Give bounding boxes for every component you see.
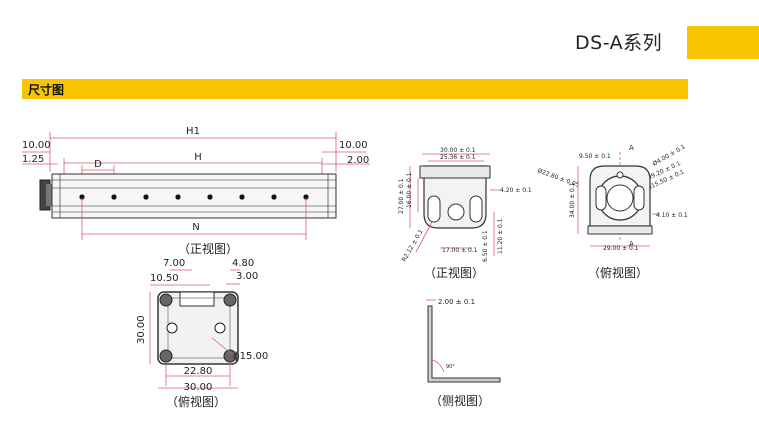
bt-slot-left: [595, 185, 607, 211]
bt-base: [587, 225, 653, 235]
end-h3000-label: 30.00: [136, 315, 147, 344]
side-angle-arc: [431, 359, 445, 373]
bracket-top-drawing: A 9.50 ± 0.1 Ø22.80 ± 0.05 Ø4.00 ± 0.1 Ø…: [536, 143, 688, 280]
end-phi-leader: [211, 337, 233, 355]
bf-h1600-label: 16.00 ± 0.1: [406, 172, 413, 208]
bf-w30-label: 30.00 ± 0.1: [440, 147, 476, 154]
end-hole-right: [214, 322, 226, 334]
bt-a-bottom-label: A: [629, 240, 634, 248]
emitter-pin: [303, 194, 309, 200]
bf-w1700-label: 17.00 ± 0.1: [442, 247, 478, 254]
end-screw-tl: [159, 293, 173, 307]
bt-r410-label: 4.10 ± 0.1: [656, 212, 688, 219]
bf-h1120-label: 11.20 ± 0.1: [497, 218, 504, 254]
front-view-drawing: H1 10.00 1.25 H 10.00 2.00 D: [22, 126, 370, 256]
end-d480-label: 4.80: [232, 258, 254, 269]
section-label: 尺寸图: [28, 83, 65, 97]
bf-h2700-label: 27.00 ± 0.1: [398, 178, 405, 214]
bt-w2900-label: 29.00 ± 0.1: [603, 245, 639, 252]
h-label: H: [194, 152, 202, 163]
end-screw-br: [223, 349, 237, 363]
product-title: DS-A系列: [575, 32, 663, 54]
bt-small-hole: [616, 171, 624, 179]
bf-w2536-label: 25.36 ± 0.1: [440, 154, 476, 161]
bt-ring-inner: [606, 184, 634, 212]
end-view-caption: （俯视图）: [166, 394, 226, 409]
bf-slot-left: [427, 195, 441, 223]
title-accent-block: [687, 26, 759, 59]
bar-body: [51, 173, 337, 219]
section-header-bar: 尺寸图: [22, 79, 688, 99]
bt-w950-label: 9.50 ± 0.1: [579, 153, 611, 160]
right-10-label: 10.00: [339, 140, 368, 151]
end-screw-bl: [159, 349, 173, 363]
bt-a-top-label: A: [629, 144, 634, 152]
bf-r650-label: 6.50 ± 0.1: [482, 230, 489, 262]
right-2-label: 2.00: [347, 155, 369, 166]
connector-nut: [46, 184, 52, 206]
emitter-pin: [79, 194, 85, 200]
end-d1050-label: 10.50: [150, 273, 179, 284]
end-d300-label: 3.00: [236, 271, 258, 282]
left-125-label: 1.25: [22, 154, 44, 165]
emitter-pin: [207, 194, 213, 200]
bf-slot-right: [469, 195, 483, 223]
emitter-pin: [239, 194, 245, 200]
d-label: D: [94, 159, 102, 170]
bf-r420-label: 4.20 ± 0.1: [500, 187, 532, 194]
emitter-pin: [271, 194, 277, 200]
end-w3000-label: 30.00: [184, 382, 213, 393]
end-w2280-label: 22.80: [184, 366, 213, 377]
emitter-pin: [143, 194, 149, 200]
bf-r12-label: R2.12 ± 0.1: [401, 228, 425, 263]
emitter-pin: [111, 194, 117, 200]
end-phi1500-label: ϕ15.00: [233, 351, 268, 362]
end-screw-tr: [223, 293, 237, 307]
bf-top-flange: [419, 165, 491, 179]
side-angle-profile: [427, 305, 501, 383]
left-10-label: 10.00: [22, 140, 51, 151]
emitter-pin: [175, 194, 181, 200]
side-view-caption: （侧视图）: [430, 393, 490, 408]
bracket-top-caption: （俯视图）: [588, 265, 648, 280]
side-view-drawing: 2.00 ± 0.1 90° （侧视图）: [426, 298, 501, 408]
bt-slot-right: [633, 185, 645, 211]
bracket-front-drawing: 30.00 ± 0.1 25.36 ± 0.1 27.00 ± 0.1 16.0…: [398, 147, 532, 280]
end-d700-label: 7.00: [163, 258, 185, 269]
bracket-front-caption: （正视图）: [424, 265, 484, 280]
title-row: DS-A系列: [0, 0, 759, 70]
side-angle-label: 90°: [446, 364, 455, 370]
n-label: N: [192, 222, 199, 233]
end-view-drawing: 7.00 4.80 10.50 3.00 30.00 ϕ15.00 22.80 …: [136, 258, 268, 409]
h1-label: H1: [186, 126, 200, 137]
bt-h3400-label: 34.00 ± 0.1: [569, 182, 576, 218]
front-view-caption: （正视图）: [178, 241, 238, 256]
bf-r12-leader: [415, 221, 433, 253]
side-t200-label: 2.00 ± 0.1: [438, 298, 475, 306]
end-top-slot: [179, 291, 215, 307]
end-hole-left: [166, 322, 178, 334]
bf-center-hole: [447, 203, 465, 221]
